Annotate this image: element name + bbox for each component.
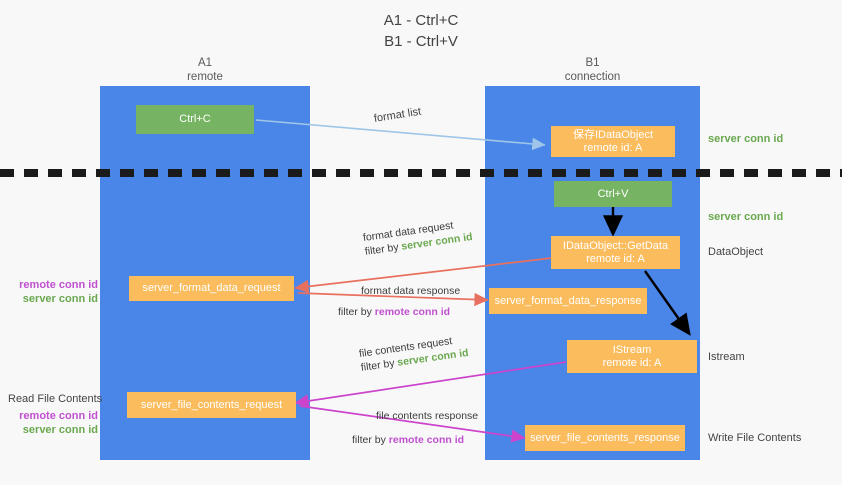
lane-header-a1: A1 remote xyxy=(187,57,223,83)
annotation-remote-conn-id-lower: remote conn id xyxy=(19,410,98,422)
edge-label-format-data-response-filter: filter by remote conn id xyxy=(338,306,451,318)
box-istream[interactable]: IStream remote id: A xyxy=(567,340,697,373)
box-server-format-data-response[interactable]: server_format_data_response xyxy=(489,288,647,314)
box-server-format-data-request[interactable]: server_format_data_request xyxy=(129,276,294,301)
phase-divider xyxy=(0,169,842,177)
annotation-read-file-contents: Read File Contents xyxy=(8,393,103,405)
edge-label-file-contents-response-filter: filter by remote conn id xyxy=(352,434,465,446)
box-server-file-contents-response[interactable]: server_file_contents_response xyxy=(525,425,685,451)
edge-label-file-contents-response: file contents response xyxy=(376,410,479,422)
annotation-server-conn-id-lower: server conn id xyxy=(22,424,98,436)
annotation-istream: Istream xyxy=(708,351,745,363)
box-getdata[interactable]: IDataObject::GetData remote id: A xyxy=(551,236,680,269)
box-ctrl-c[interactable]: Ctrl+C xyxy=(136,105,254,134)
box-server-file-contents-request[interactable]: server_file_contents_request xyxy=(127,392,296,418)
annotation-dataobject: DataObject xyxy=(708,246,764,258)
annotation-server-conn-id-mid: server conn id xyxy=(708,211,784,223)
annotation-server-conn-id-top: server conn id xyxy=(708,133,784,145)
box-save-idataobject[interactable]: 保存IDataObject remote id: A xyxy=(551,126,675,157)
lane-header-b1: B1 connection xyxy=(564,57,621,83)
box-ctrl-v[interactable]: Ctrl+V xyxy=(554,181,672,207)
annotation-remote-conn-id-upper: remote conn id xyxy=(19,279,98,291)
edge-label-format-list: format list xyxy=(373,105,423,125)
annotation-server-conn-id-upper: server conn id xyxy=(22,293,98,305)
annotation-write-file-contents: Write File Contents xyxy=(708,432,802,444)
page-title: A1 - Ctrl+C B1 - Ctrl+V xyxy=(383,12,459,50)
edge-label-format-data-response: format data response xyxy=(361,285,461,297)
